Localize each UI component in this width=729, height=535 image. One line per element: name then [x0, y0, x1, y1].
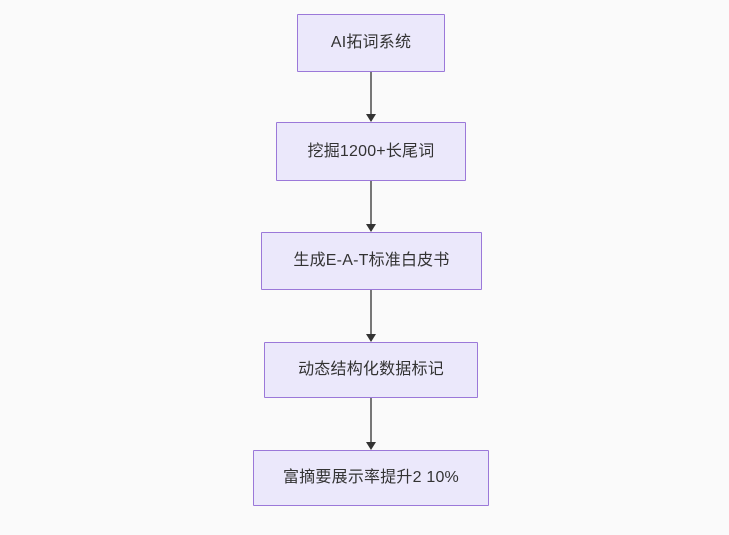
flow-node-eat-whitepaper[interactable]: 生成E-A-T标准白皮书: [261, 232, 482, 290]
arrow-down-icon: [366, 224, 376, 232]
flow-node-rich-snippet-result[interactable]: 富摘要展示率提升2 10%: [253, 450, 489, 506]
flow-node-label: 生成E-A-T标准白皮书: [293, 252, 450, 270]
flow-node-label: 挖掘1200+长尾词: [307, 142, 435, 160]
flow-node-ai-keyword-system[interactable]: AI拓词系统: [297, 14, 445, 72]
arrow-down-icon: [366, 442, 376, 450]
edge-line: [370, 72, 372, 115]
flow-node-label: 动态结构化数据标记: [298, 361, 444, 379]
arrow-down-icon: [366, 334, 376, 342]
arrow-down-icon: [366, 114, 376, 122]
flow-node-structured-data-markup[interactable]: 动态结构化数据标记: [264, 342, 478, 398]
edge-line: [370, 181, 372, 225]
edge-line: [370, 398, 372, 443]
edge-line: [370, 290, 372, 335]
flow-node-longtail-keywords[interactable]: 挖掘1200+长尾词: [276, 122, 466, 181]
flow-node-label: AI拓词系统: [330, 34, 412, 52]
flow-node-label: 富摘要展示率提升2 10%: [283, 469, 459, 487]
